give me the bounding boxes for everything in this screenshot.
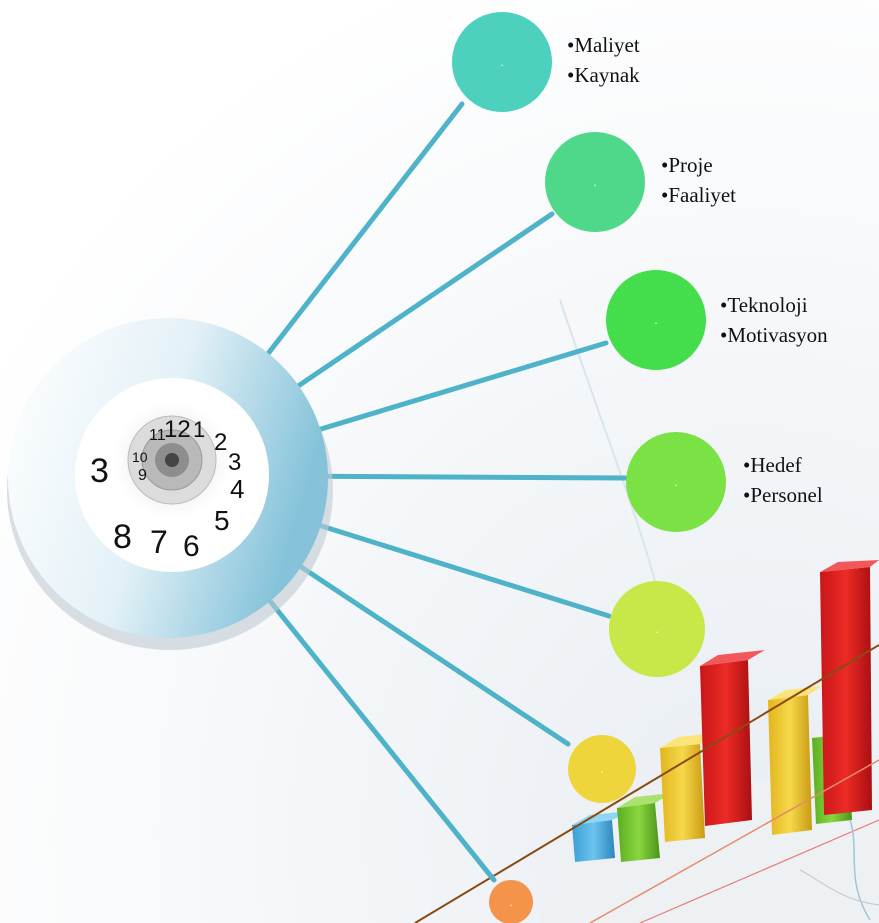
node-circle xyxy=(609,581,705,677)
node-label: •Maliyet •Kaynak xyxy=(567,30,640,90)
node-circle xyxy=(626,432,726,532)
node-dot: . xyxy=(593,175,596,189)
clock-digit: 1 xyxy=(193,417,205,442)
connector-line xyxy=(229,101,465,403)
node-dot: . xyxy=(654,313,657,327)
clock-digit: 5 xyxy=(214,505,230,536)
node-label: •Teknoloji •Motivasyon xyxy=(720,290,828,350)
node-label-item: •Proje xyxy=(661,153,713,177)
clock-digit: 2 xyxy=(214,429,227,456)
node-circle xyxy=(545,132,645,232)
clock-digit: 9 xyxy=(138,467,147,484)
node-label-item: •Motivasyon xyxy=(720,323,828,347)
clock-digit: 3 xyxy=(90,452,109,490)
clock-digit: 4 xyxy=(230,474,244,504)
node-label: •Hedef •Personel xyxy=(743,450,823,510)
node-label-item: •Kaynak xyxy=(567,63,640,87)
node-circle xyxy=(568,735,636,803)
node-label-item: •Personel xyxy=(743,483,823,507)
node-label-item: •Hedef xyxy=(743,453,802,477)
clock-digit: 8 xyxy=(113,518,132,556)
node-dot: . xyxy=(600,762,603,776)
node-dot: . xyxy=(674,475,677,489)
clock-digit: 12 xyxy=(164,416,191,443)
background-swoosh xyxy=(559,299,661,601)
node-circle xyxy=(452,12,552,112)
clock-digit: 10 xyxy=(132,449,148,465)
clock-digit: 11 xyxy=(149,427,166,444)
clock-digit: 6 xyxy=(183,530,200,563)
node-label-item: •Faaliyet xyxy=(661,183,736,207)
clock-digit: 7 xyxy=(150,524,168,560)
node-label-item: •Maliyet xyxy=(567,33,640,57)
bar-chart-illustration-icon xyxy=(414,560,879,923)
nodes: ....... xyxy=(452,12,726,923)
node-dot: . xyxy=(500,55,503,69)
node-dot: . xyxy=(655,622,658,636)
node-label: •Proje •Faaliyet xyxy=(661,150,736,210)
node-label-item: •Teknoloji xyxy=(720,293,808,317)
node-circle xyxy=(489,880,533,923)
node-circle xyxy=(606,270,706,370)
clock-digit: 3 xyxy=(228,449,241,476)
node-dot: . xyxy=(509,895,512,909)
